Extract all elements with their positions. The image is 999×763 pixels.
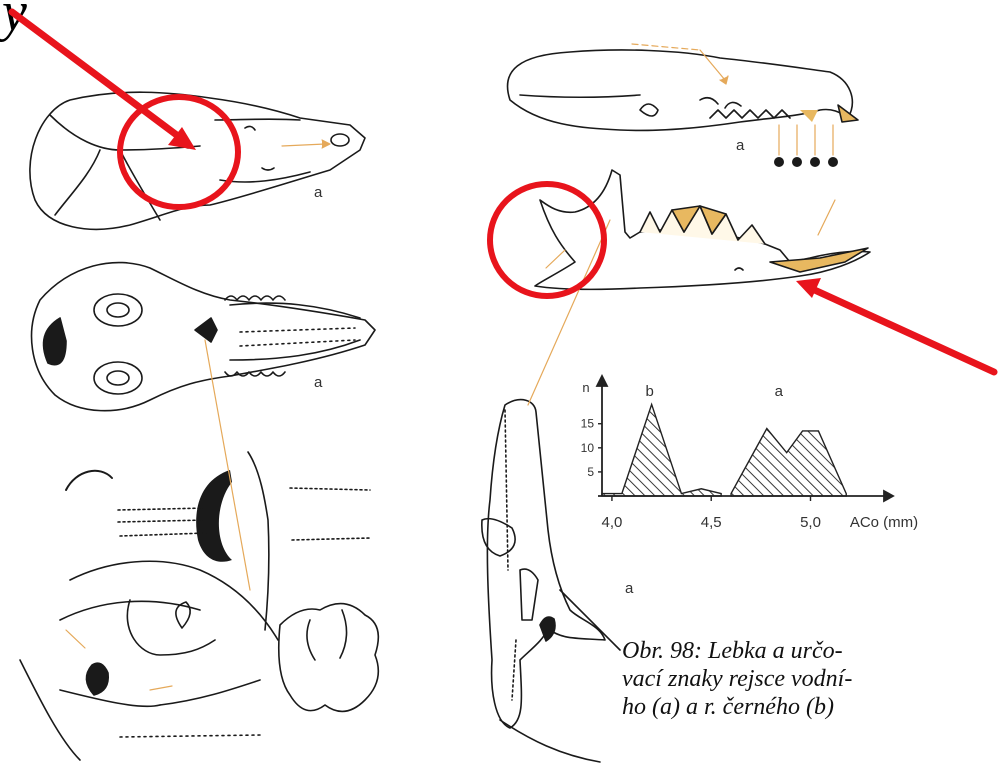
annotation-overlays — [12, 12, 994, 372]
pointer-arrow-right — [796, 278, 994, 372]
jaw-ramus-view — [482, 400, 620, 762]
caption-line-3: ho (a) a r. černého (b) — [622, 693, 982, 721]
skull-ventral-view — [32, 263, 375, 411]
x-axis-label: ACo (mm) — [850, 514, 918, 531]
skull-detail-view — [20, 452, 378, 760]
x-axis-arrow — [884, 491, 893, 501]
panel-label-skull-side: a — [736, 137, 744, 154]
skull-dorsal-view — [30, 92, 365, 229]
tooth-marker-dots — [774, 157, 838, 167]
chart-series-a — [731, 429, 846, 496]
y-tick-label: 15 — [581, 417, 595, 431]
panel-label-skull-bottom: a — [314, 374, 322, 391]
x-tick-label: 4,0 — [601, 514, 622, 531]
skull-lateral-view — [508, 50, 859, 131]
panel-label-jaw-ramus: a — [625, 580, 633, 597]
chart-series-group — [602, 404, 846, 496]
x-tick-label: 5,0 — [800, 514, 821, 531]
panel-label-skull-top: a — [314, 184, 322, 201]
highlight-circle-top-skull — [120, 97, 238, 207]
y-axis-arrow — [597, 376, 607, 386]
chart-legend-b: b — [645, 383, 653, 400]
figure-caption: Obr. 98: Lebka a určo- vací znaky rejsce… — [622, 637, 982, 721]
caption-line-1: Obr. 98: Lebka a určo- — [622, 637, 982, 665]
tooth-guide-lines — [779, 125, 833, 155]
y-axis-label: n — [582, 380, 589, 395]
y-tick-label: 10 — [581, 441, 595, 455]
y-tick-label: 5 — [587, 465, 594, 479]
chart-series-b — [602, 404, 721, 496]
chart-legend-a: a — [775, 383, 784, 400]
x-tick-label: 4,5 — [701, 514, 722, 531]
caption-line-2: vací znaky rejsce vodní- — [622, 665, 982, 693]
mandible-view — [535, 170, 870, 289]
